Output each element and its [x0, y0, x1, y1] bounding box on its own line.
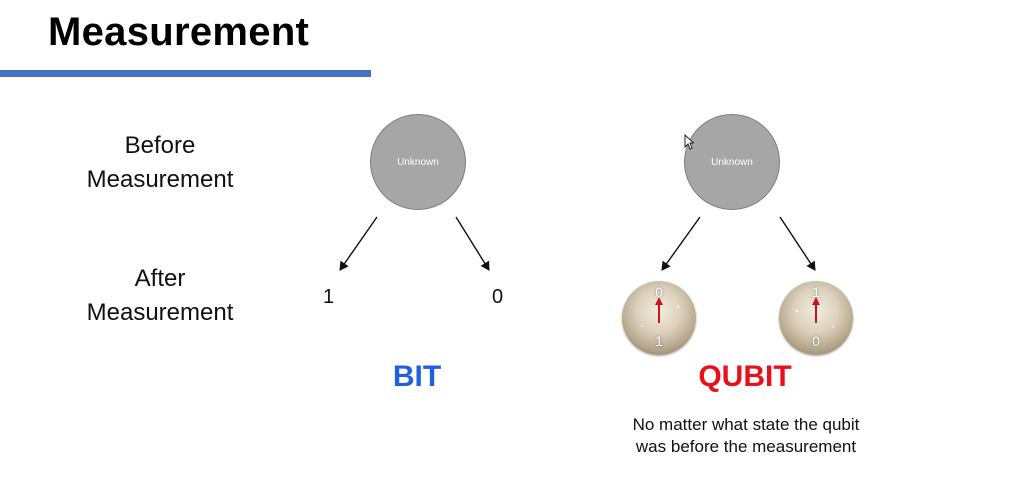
- qubit-note-line1: No matter what state the qubit: [632, 415, 860, 434]
- spin-up-arrow-icon: [641, 297, 680, 327]
- slide-title: Measurement: [48, 10, 310, 54]
- title-underline-bar: [0, 70, 371, 77]
- bit-unknown-label: Unknown: [397, 156, 439, 168]
- bit-caption: BIT: [392, 360, 442, 393]
- bit-unknown-state: Unknown: [370, 114, 466, 210]
- qubit-arrow-left: [661, 216, 701, 271]
- row-label-after: After Measurement: [60, 262, 260, 330]
- qubit-unknown-label: Unknown: [711, 156, 753, 168]
- mouse-cursor-icon: [684, 134, 694, 150]
- qubit-sphere-right: 1 0: [779, 281, 853, 355]
- qubit-right-bottom-label: 0: [812, 333, 820, 349]
- bit-outcome-zero: 0: [492, 286, 504, 308]
- row-label-before: Before Measurement: [60, 129, 260, 197]
- row-label-after-line1: After: [134, 265, 186, 292]
- row-label-before-line1: Before: [124, 132, 196, 159]
- bit-arrow-left: [339, 216, 378, 271]
- qubit-note-line2: was before the measurement: [635, 437, 857, 456]
- qubit-left-bottom-label: 1: [655, 333, 663, 349]
- bit-arrow-right: [455, 216, 490, 271]
- row-label-before-line2: Measurement: [86, 166, 234, 193]
- qubit-sphere-left: 0 1: [622, 281, 696, 355]
- qubit-left-top-label: 0: [655, 284, 663, 300]
- spin-up-arrow-icon: [795, 297, 834, 328]
- qubit-arrow-right: [779, 216, 816, 271]
- qubit-note: No matter what state the qubit was befor…: [596, 414, 896, 458]
- qubit-right-top-label: 1: [812, 284, 820, 300]
- bit-outcome-one: 1: [323, 286, 335, 308]
- qubit-caption: QUBIT: [698, 360, 792, 393]
- qubit-unknown-state: Unknown: [684, 114, 780, 210]
- row-label-after-line2: Measurement: [86, 299, 234, 326]
